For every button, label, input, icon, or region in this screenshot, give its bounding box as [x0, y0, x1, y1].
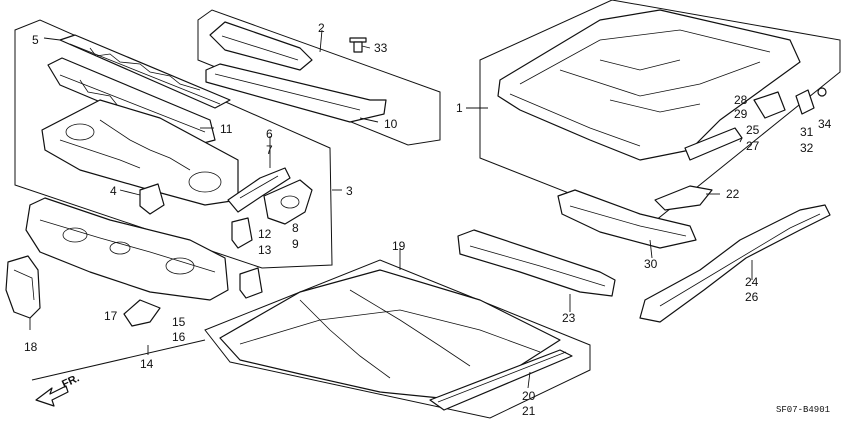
rear-floor-group-frame — [479, 0, 841, 226]
floor-bracket-frame — [31, 339, 206, 381]
callout-27: 27 — [746, 139, 760, 153]
bolt-33 — [349, 37, 367, 53]
callout-6: 6 — [266, 127, 273, 141]
dashboard-panel — [41, 99, 239, 206]
cowl-top-panel — [59, 34, 231, 109]
cowl-lower-panel — [205, 21, 387, 123]
callout-9: 9 — [292, 237, 299, 251]
callout-17: 17 — [104, 309, 118, 323]
callout-15: 15 — [172, 315, 186, 329]
bracket-15-16 — [239, 267, 263, 299]
callout-12: 12 — [258, 227, 272, 241]
crossmember-23 — [457, 229, 616, 297]
callout-7: 7 — [266, 143, 273, 157]
nut-34 — [817, 87, 827, 97]
cowl-group-frame — [197, 9, 441, 146]
callout-33: 33 — [374, 41, 388, 55]
callout-19: 19 — [392, 239, 406, 253]
rear-frame-24-26 — [639, 204, 831, 323]
dash-bracket-part — [139, 183, 165, 215]
bracket-31-32 — [795, 89, 815, 115]
front-direction-arrow — [35, 385, 69, 407]
side-sill-20-21 — [429, 349, 573, 411]
dashboard-group-frame — [14, 19, 333, 269]
callout-22: 22 — [726, 187, 740, 201]
side-piece-18 — [5, 255, 41, 319]
side-bracket-6-7 — [227, 167, 291, 213]
callout-13: 13 — [258, 243, 272, 257]
callout-1: 1 — [456, 101, 463, 115]
callout-23: 23 — [562, 311, 576, 325]
callout-34: 34 — [818, 117, 832, 131]
side-bracket-8-9 — [263, 179, 313, 225]
callout-21: 21 — [522, 404, 536, 418]
callout-32: 32 — [800, 141, 814, 155]
callout-29: 29 — [734, 107, 748, 121]
callout-28: 28 — [734, 93, 748, 107]
callout-25: 25 — [746, 123, 760, 137]
callout-20: 20 — [522, 389, 536, 403]
rear-crossmember-30 — [557, 189, 697, 249]
callout-3: 3 — [346, 184, 353, 198]
callout-30: 30 — [644, 257, 658, 271]
callout-26: 26 — [745, 290, 759, 304]
callout-11: 11 — [220, 122, 233, 136]
bracket-28-29 — [753, 91, 786, 119]
front-direction-label: FR. — [60, 372, 81, 390]
lower-dashboard-bulkhead — [25, 197, 229, 301]
bracket-17 — [123, 299, 161, 327]
front-floor-group-frame — [204, 259, 591, 419]
small-bracket-12-13 — [231, 217, 253, 249]
bracket-22 — [654, 185, 713, 211]
callout-8: 8 — [292, 221, 299, 235]
callout-10: 10 — [384, 117, 398, 131]
diagram-code: SF07-B4901 — [776, 405, 830, 415]
callout-16: 16 — [172, 330, 186, 344]
callout-14: 14 — [140, 357, 154, 371]
callout-4: 4 — [110, 184, 117, 198]
callout-2: 2 — [318, 21, 325, 35]
callout-31: 31 — [800, 125, 814, 139]
callout-5: 5 — [32, 33, 39, 47]
leader-lines — [29, 29, 753, 389]
callout-24: 24 — [745, 275, 759, 289]
callout-18: 18 — [24, 340, 38, 354]
rear-floor-panel — [497, 9, 801, 161]
